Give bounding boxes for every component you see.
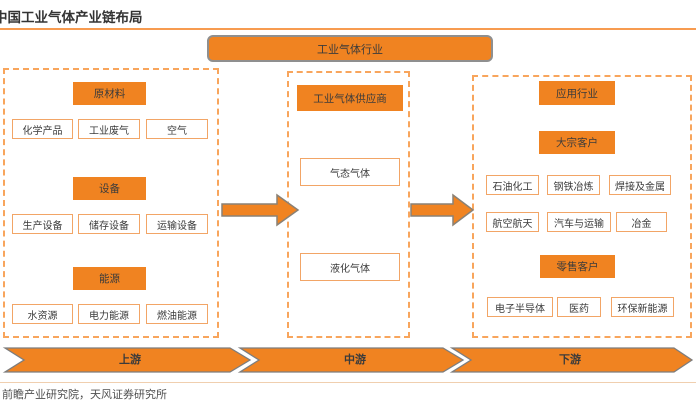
node-auto-transport: 汽车与运输 bbox=[547, 212, 611, 232]
node-chemical-products: 化学产品 bbox=[12, 119, 73, 139]
node-transport-equipment: 运输设备 bbox=[146, 214, 208, 234]
node-raw-materials: 原材料 bbox=[73, 82, 146, 105]
node-liquefied-gas: 液化气体 bbox=[300, 253, 400, 281]
node-pharmaceutical: 医药 bbox=[557, 297, 601, 317]
source-note: 前瞻产业研究院，天风证券研究所 bbox=[2, 389, 167, 401]
node-application-industry: 应用行业 bbox=[539, 81, 615, 105]
node-electric-power: 电力能源 bbox=[78, 304, 140, 324]
upstream-to-midstream-arrow-icon bbox=[221, 193, 300, 227]
stage-chevron-downstream bbox=[449, 347, 694, 373]
node-bulk-customers: 大宗客户 bbox=[539, 131, 615, 154]
node-energy: 能源 bbox=[73, 267, 146, 290]
stage-label-downstream: 下游 bbox=[559, 354, 581, 366]
footer-divider bbox=[0, 382, 696, 383]
node-air: 空气 bbox=[146, 119, 208, 139]
node-metallurgy: 冶金 bbox=[616, 212, 667, 232]
node-water-resources: 水资源 bbox=[12, 304, 73, 324]
node-env-new-energy: 环保新能源 bbox=[611, 297, 674, 317]
stage-label-midstream: 中游 bbox=[344, 354, 366, 366]
node-gaseous-gas: 气态气体 bbox=[300, 158, 400, 186]
node-industrial-gas-industry: 工业气体行业 bbox=[207, 35, 493, 62]
upstream-container bbox=[3, 68, 219, 338]
downstream-container bbox=[472, 75, 692, 338]
node-aerospace: 航空航天 bbox=[486, 212, 539, 232]
node-fuel-energy: 燃油能源 bbox=[146, 304, 208, 324]
page-title: 中国工业气体产业链布局 bbox=[0, 10, 143, 25]
node-equipment: 设备 bbox=[73, 177, 146, 200]
stage-chevron-upstream bbox=[2, 347, 252, 373]
stage-label-upstream: 上游 bbox=[119, 354, 141, 366]
node-welding-metal: 焊接及金属 bbox=[609, 175, 671, 195]
node-petrochemical: 石油化工 bbox=[486, 175, 539, 195]
node-steel-smelting: 钢铁冶炼 bbox=[547, 175, 600, 195]
node-storage-equipment: 储存设备 bbox=[78, 214, 140, 234]
node-production-equipment: 生产设备 bbox=[12, 214, 73, 234]
node-electronics-semiconductor: 电子半导体 bbox=[487, 297, 553, 317]
node-industrial-waste-gas: 工业废气 bbox=[78, 119, 140, 139]
title-underline bbox=[0, 28, 696, 30]
stage-chevron-band bbox=[2, 347, 694, 373]
stage-chevron-midstream bbox=[237, 347, 465, 373]
midstream-to-downstream-arrow-icon bbox=[410, 193, 475, 227]
node-retail-customers: 零售客户 bbox=[540, 255, 615, 278]
midstream-container bbox=[287, 71, 410, 338]
node-industrial-gas-supplier: 工业气体供应商 bbox=[297, 85, 403, 111]
